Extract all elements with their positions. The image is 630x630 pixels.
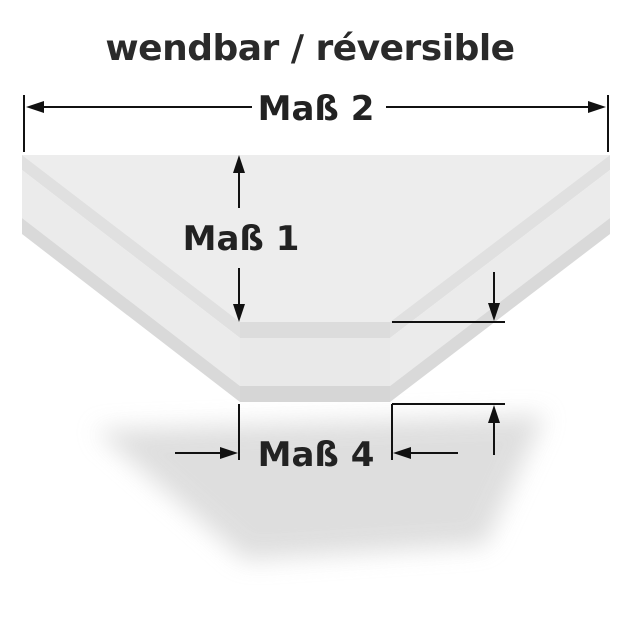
dimension-mass4: Maß 4 xyxy=(175,404,458,475)
profile-upper-edge-middle xyxy=(240,322,390,338)
profile-upper-edge xyxy=(22,155,240,338)
floor-shadow xyxy=(95,415,545,560)
profile-upper-edge-right xyxy=(390,155,610,338)
mass2-label: Maß 2 xyxy=(258,89,375,129)
dimension-mass2: Maß 2 xyxy=(23,89,609,152)
profile-middle-band-center xyxy=(240,338,390,386)
profile-lower-edge-left xyxy=(22,218,240,402)
dimension-mass1: Maß 1 xyxy=(183,155,300,322)
mass1-arrow-down xyxy=(233,304,245,322)
thickness-arrow-up xyxy=(488,405,500,423)
dimension-thickness-right xyxy=(392,272,505,455)
mass4-arrow-left xyxy=(393,447,411,459)
mass4-label: Maß 4 xyxy=(258,435,375,475)
thickness-arrow-down xyxy=(488,303,500,321)
mass1-arrow-up xyxy=(233,155,245,173)
profile-top-face xyxy=(22,155,610,322)
mass2-arrow-left xyxy=(26,101,44,113)
mass1-label: Maß 1 xyxy=(183,219,300,259)
diagram-title: wendbar / réversible xyxy=(105,28,514,69)
profile-lower-edge-right xyxy=(390,218,610,402)
profile-middle-band-right xyxy=(390,170,610,386)
profile-middle-band-left xyxy=(22,170,240,386)
mass4-arrow-right xyxy=(220,447,238,459)
mass2-arrow-right xyxy=(588,101,606,113)
profile-lower-edge-center xyxy=(240,386,390,402)
